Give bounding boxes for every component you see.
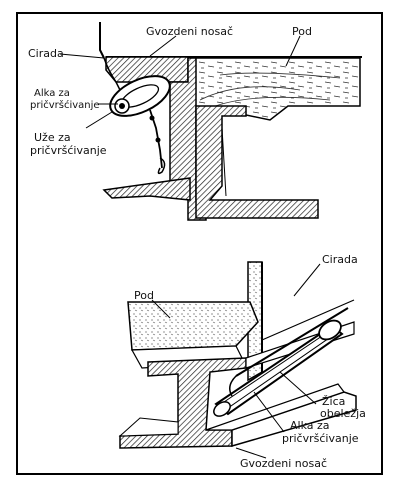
label-bottom-floor: Pod [134, 289, 154, 302]
label-top-tarp: Cirada [28, 47, 64, 60]
label-top-ring-1: Alka za [34, 88, 70, 99]
top-beam-flange-left [102, 177, 191, 201]
top-panel-drawing [59, 22, 362, 221]
label-top-rope-2: pričvršćivanje [30, 144, 107, 157]
label-bottom-wire-2: obeležja [320, 407, 366, 420]
label-top-ring-2: pričvršćivanje [30, 100, 100, 111]
outer-border [16, 12, 383, 475]
label-bottom-ring-2: pričvršćivanje [282, 432, 359, 445]
bottom-wire [235, 307, 349, 377]
label-top-beam: Gvozdeni nosač [146, 25, 234, 38]
bottom-floor-block [127, 301, 259, 351]
label-bottom-wire-1: Žica [322, 395, 346, 408]
label-top-floor: Pod [292, 25, 312, 38]
bottom-panel-drawing [118, 261, 357, 459]
label-bottom-ring-1: Alka za [290, 419, 330, 432]
top-channel-right [195, 105, 319, 219]
label-bottom-beam: Gvozdeni nosač [240, 457, 328, 470]
top-tarp-line [99, 22, 105, 59]
label-top-rope-1: Uže za [34, 131, 71, 144]
label-bottom-tarp: Cirada [322, 253, 358, 266]
